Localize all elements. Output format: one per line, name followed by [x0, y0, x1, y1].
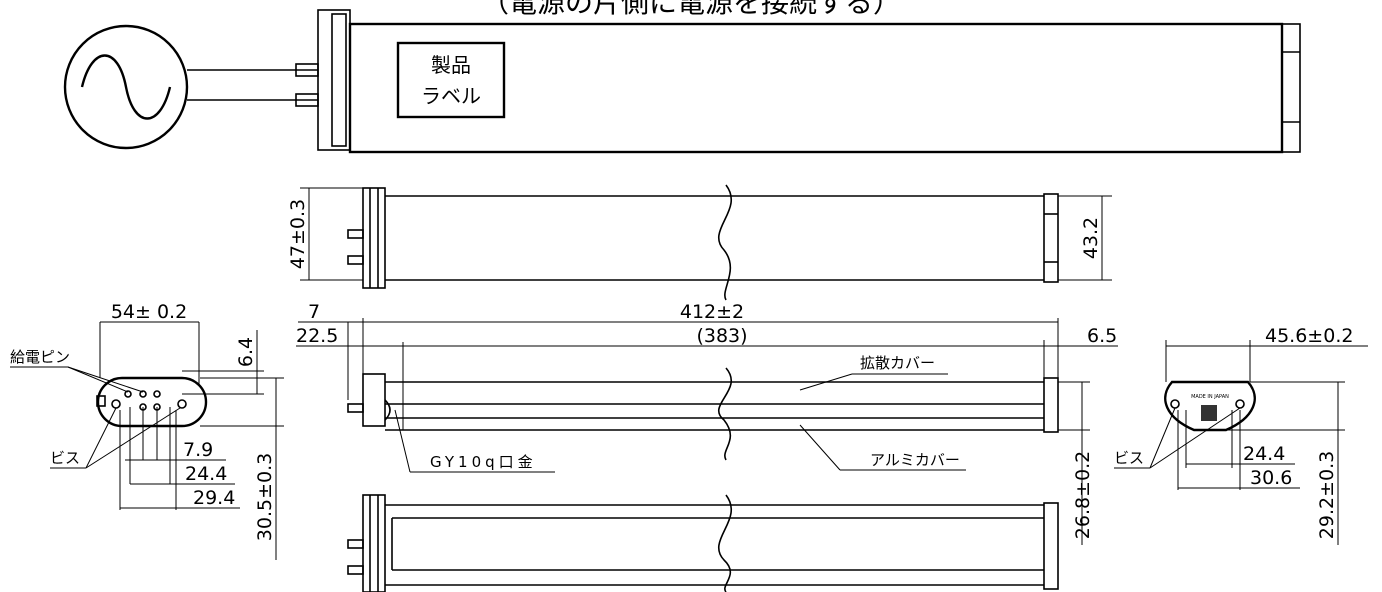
label-aluminum-cover: アルミカバー [870, 451, 960, 469]
dim-right-pitch-1: 24.4 [1243, 443, 1285, 465]
right-end-view: MADE IN JAPAN 45.6±0.2 29.2±0.3 24.4 30.… [1114, 325, 1368, 545]
product-label-box [396, 41, 506, 119]
product-label-line1: 製品 [431, 53, 471, 77]
dim-overall-length: 412±2 [680, 301, 744, 323]
ac-source-icon [63, 24, 189, 150]
label-base: GY10q口金 [430, 453, 537, 471]
side-view-top: 47±0.3 43.2 [287, 184, 1112, 301]
stamp-made-in-japan: MADE IN JAPAN [1191, 394, 1229, 400]
ac-sine-wave [80, 54, 172, 120]
dim-right-height: 29.2±0.3 [1316, 451, 1338, 539]
dim-right-pitch-2: 30.6 [1250, 467, 1292, 489]
side-view-middle: 412±2 (383) 7 22.5 6.5 26.8±0.2 拡散カバー アル… [296, 301, 1118, 545]
dim-pin-offset: 7 [308, 301, 320, 323]
dim-left-pitch-1: 7.9 [183, 439, 213, 461]
dim-end-cap: 6.5 [1087, 325, 1117, 347]
qr-code-icon [1201, 405, 1217, 421]
top-illustration: 製品 ラベル [63, 9, 1301, 154]
dim-cover-height: 26.8±0.2 [1072, 451, 1094, 539]
dim-left-offset: 6.4 [235, 337, 257, 367]
dim-left-pitch-3: 29.4 [193, 487, 235, 509]
dim-body-length: (383) [696, 325, 747, 347]
dim-left-height: 30.5±0.3 [254, 453, 276, 541]
label-diffuser-cover: 拡散カバー [860, 354, 935, 372]
left-end-view: 54± 0.2 6.4 30.5±0.3 7.9 24.4 29.4 給電ピン … [10, 301, 284, 560]
dim-left-width: 54± 0.2 [111, 301, 187, 323]
label-screw-right: ビス [1114, 449, 1144, 467]
dim-cap-length: 22.5 [296, 325, 338, 347]
dim-left-pitch-2: 24.4 [185, 463, 227, 485]
side-view-bottom [347, 494, 1059, 592]
product-label-line2: ラベル [421, 84, 481, 108]
dim-side-height: 47±0.3 [287, 199, 309, 269]
label-power-pin: 給電ピン [10, 348, 70, 366]
dim-side-end-height: 43.2 [1080, 217, 1102, 259]
header-caption: （電源の片側に電源を接続する） [481, 0, 901, 19]
dim-right-width: 45.6±0.2 [1265, 325, 1353, 347]
label-screw-left: ビス [50, 449, 80, 467]
